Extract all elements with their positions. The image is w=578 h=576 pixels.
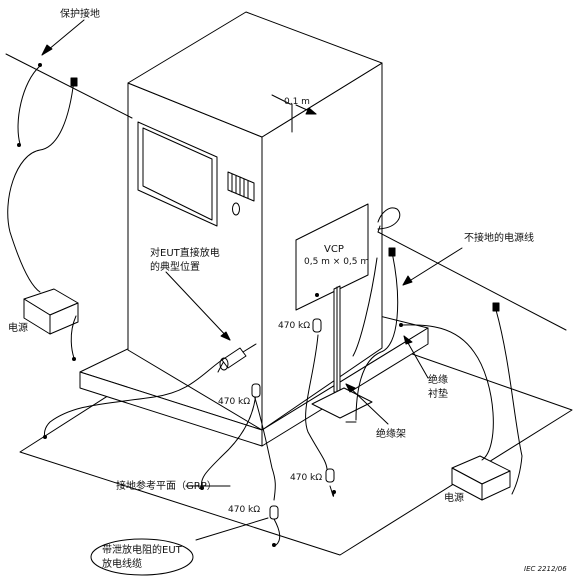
- label-resistor-right: 470 kΩ: [290, 473, 323, 483]
- label-resistor-vcp: 470 kΩ: [278, 321, 311, 331]
- label-protective-earth: 保护接地: [60, 9, 100, 20]
- resistor-floor: [251, 383, 261, 398]
- label-ungrounded-power-line: 不接地的电源线: [464, 233, 534, 244]
- protective-earth-line: [5, 53, 133, 119]
- label-insulating-pad-2: 衬垫: [428, 389, 448, 400]
- label-resistor-floor: 470 kΩ: [218, 397, 251, 407]
- connection-dots: [17, 63, 403, 547]
- label-direct-discharge-1: 对EUT直接放电: [150, 248, 220, 259]
- label-resistor-cable: 470 kΩ: [228, 505, 261, 515]
- label-insulating-support: 绝缘架: [376, 429, 406, 440]
- left-power-supply-box: [23, 288, 79, 335]
- label-power-supply-left: 电源: [8, 323, 28, 334]
- label-vcp-size: 0,5 m × 0,5 m: [304, 257, 370, 267]
- label-power-supply-right: 电源: [444, 493, 464, 504]
- resistor-vcp: [312, 318, 322, 333]
- resistor-cable: [269, 505, 279, 520]
- label-direct-discharge-2: 的典型位置: [150, 262, 200, 273]
- label-insulating-pad-1: 绝缘: [428, 375, 448, 386]
- cable-clamps: [70, 77, 500, 312]
- label-vcp-title: VCP: [324, 244, 344, 255]
- discharge-point: [219, 343, 257, 371]
- cables: [7, 65, 523, 546]
- eut-indicator-lamp: [232, 202, 240, 216]
- eut-display-screen: [137, 121, 218, 227]
- eut-vent-grille: [227, 171, 255, 202]
- leader-lines: [41, 19, 463, 576]
- label-cable-2: 放电线缆: [102, 559, 142, 570]
- ungrounded-power-line: [377, 231, 567, 331]
- label-vcp-distance: 0,1 m: [284, 97, 310, 107]
- label-cable-1: 带泄放电阻的EUT: [102, 545, 182, 556]
- label-grp: 接地参考平面（GRP）: [116, 481, 217, 492]
- right-power-supply-box: [451, 455, 511, 501]
- figure-caption: IEC 2212/06: [524, 565, 567, 573]
- resistor-right: [325, 468, 335, 483]
